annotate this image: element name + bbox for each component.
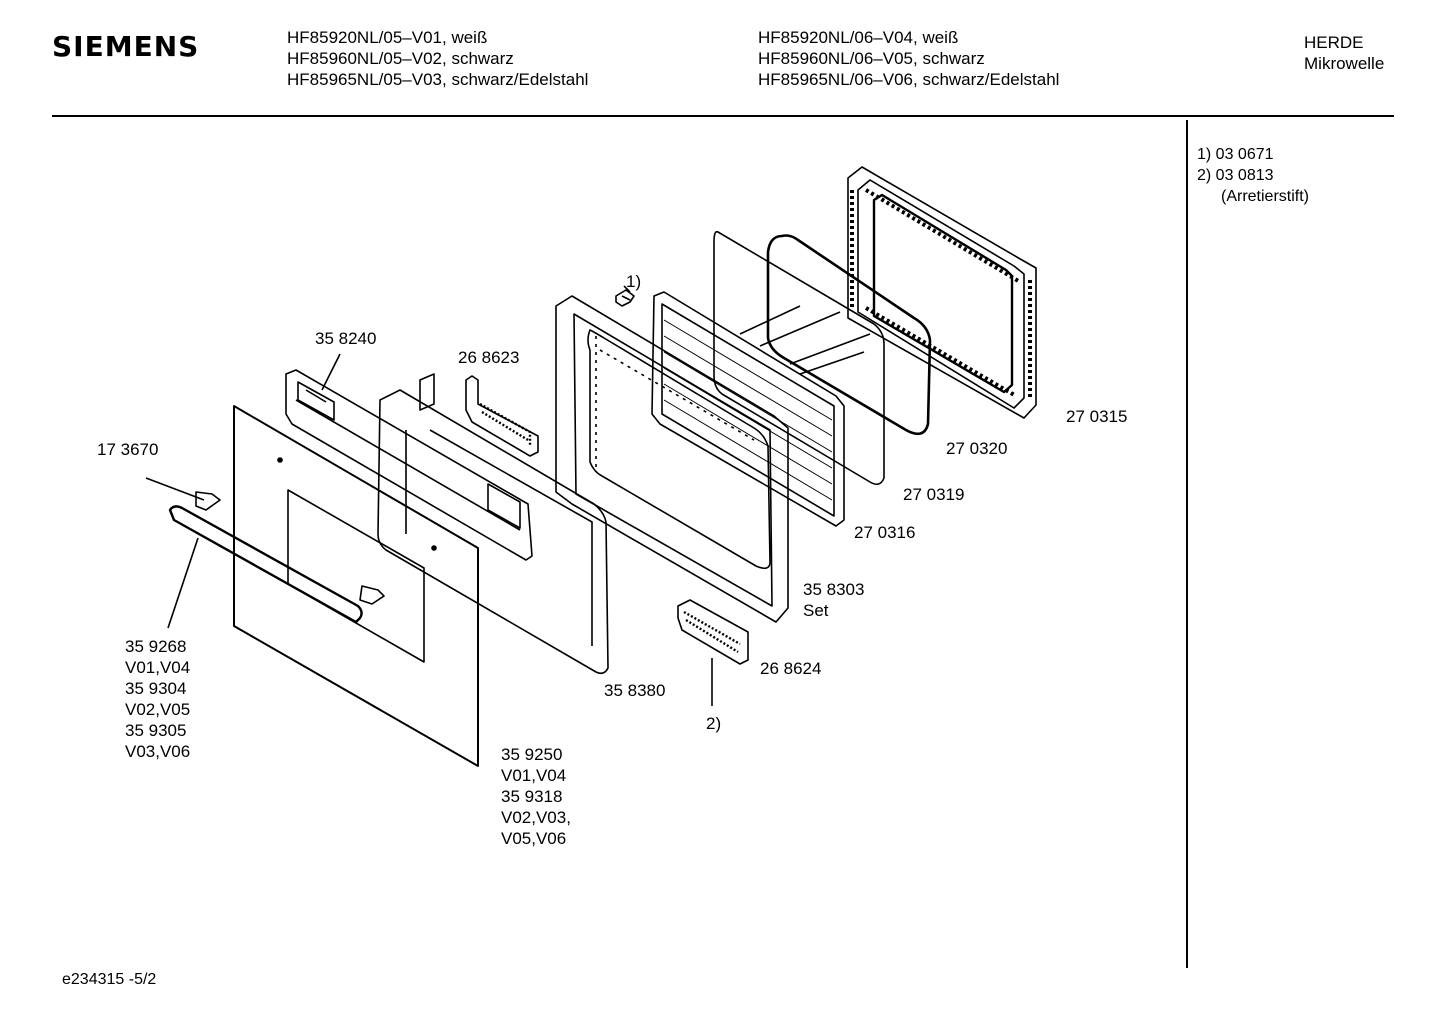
note-2-detail: (Arretierstift) [1221,188,1309,205]
model-line: HF85965NL/05–V03, schwarz/Edelstahl [287,70,589,89]
part-label: 27 0315 [1066,407,1127,426]
inner-frame-part [555,295,789,623]
category-line: Mikrowelle [1304,54,1385,73]
door-handle-part [168,491,385,624]
part-label: 27 0320 [946,439,1007,458]
part-label: 35 9250 [501,745,562,764]
part-label: Set [803,601,829,620]
part-label: 17 3670 [97,440,158,459]
part-label: V02,V05 [125,700,190,719]
control-panel-part [285,369,533,561]
leader-line [321,353,341,391]
model-line: HF85960NL/05–V02, schwarz [287,49,514,68]
header-divider [52,115,1394,117]
model-line: HF85965NL/06–V06, schwarz/Edelstahl [758,70,1060,89]
brand-logo: SIEMENS [52,30,200,63]
note-2: 2) 03 0813 [1197,167,1274,184]
document-id: e234315 -5/2 [62,971,157,988]
part-label: V01,V04 [125,658,190,677]
part-label: 35 9305 [125,721,186,740]
footnotes: 1) 03 0671 2) 03 0813 (Arretierstift) [1197,144,1309,207]
model-line: HF85920NL/05–V01, weiß [287,28,488,47]
part-label: 1) [626,272,641,291]
part-label: V05,V06 [501,829,566,848]
part-label: 35 8240 [315,329,376,348]
part-label: V01,V04 [501,766,566,785]
lower-hinge-part [677,599,749,665]
part-label: 35 9304 [125,679,186,698]
leader-line [167,537,199,629]
part-label: V03,V06 [125,742,190,761]
seal-ring-part [766,234,932,436]
notes-divider [1186,120,1188,968]
note-1: 1) 03 0671 [1197,146,1274,163]
category-line: HERDE [1304,33,1364,52]
pin-clip-part [615,289,635,307]
part-labels: 35 8240 26 8623 1) 17 3670 27 0315 27 03… [97,272,1127,848]
upper-hinge-part [465,375,539,457]
part-label: 35 9268 [125,637,186,656]
model-list-left: HF85920NL/05–V01, weiß HF85960NL/05–V02,… [287,27,588,90]
leader-line [145,477,205,501]
part-label: 26 8624 [760,659,821,678]
part-label: 27 0319 [903,485,964,504]
mesh-screen-part [651,291,845,527]
category: HERDE Mikrowelle [1304,32,1384,74]
outer-glass-part [233,405,479,767]
part-label: 2) [706,714,721,733]
part-label: 27 0316 [854,523,915,542]
part-label: 35 8303 [803,580,864,599]
part-label: 26 8623 [458,348,519,367]
part-label: V02,V03, [501,808,571,827]
glass-pane-part [713,230,885,486]
model-line: HF85960NL/06–V05, schwarz [758,49,985,68]
model-line: HF85920NL/06–V04, weiß [758,28,959,47]
model-list-right: HF85920NL/06–V04, weiß HF85960NL/06–V05,… [758,27,1059,90]
part-label: 35 9318 [501,787,562,806]
outer-frame-part [847,166,1037,419]
part-label: 35 8380 [604,681,665,700]
